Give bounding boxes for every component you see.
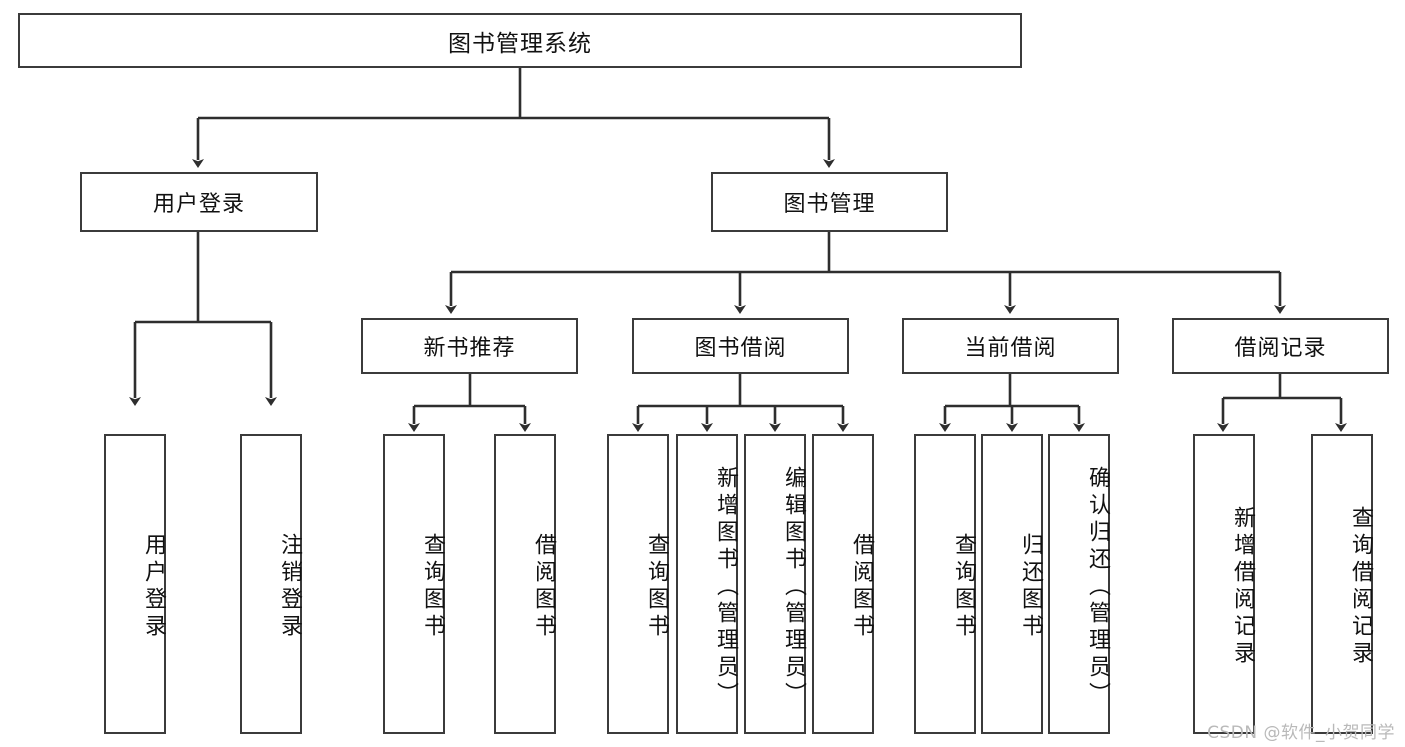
leaf-current-borrow-confirm[interactable]: 确认归还（管理员） — [1048, 434, 1110, 734]
leaf-current-borrow-return[interactable]: 归还图书 — [981, 434, 1043, 734]
node-book-management[interactable]: 图书管理 — [711, 172, 948, 232]
leaf-borrow-record-query[interactable]: 查询借阅记录 — [1311, 434, 1373, 734]
node-borrow-record[interactable]: 借阅记录 — [1172, 318, 1389, 374]
leaf-borrow-record-add[interactable]: 新增借阅记录 — [1193, 434, 1255, 734]
leaf-current-borrow-query[interactable]: 查询图书 — [914, 434, 976, 734]
node-book-borrow[interactable]: 图书借阅 — [632, 318, 849, 374]
leaf-book-borrow-edit[interactable]: 编辑图书（管理员） — [744, 434, 806, 734]
leaf-new-book-query[interactable]: 查询图书 — [383, 434, 445, 734]
leaf-book-borrow-query[interactable]: 查询图书 — [607, 434, 669, 734]
leaf-book-borrow-lend[interactable]: 借阅图书 — [812, 434, 874, 734]
leaf-new-book-borrow[interactable]: 借阅图书 — [494, 434, 556, 734]
node-root[interactable]: 图书管理系统 — [18, 13, 1022, 68]
watermark-text: CSDN @软件_小贺同学 — [1207, 723, 1395, 743]
leaf-book-borrow-add[interactable]: 新增图书（管理员） — [676, 434, 738, 734]
leaf-user-login-logout[interactable]: 注销登录 — [240, 434, 302, 734]
node-new-book-recommend[interactable]: 新书推荐 — [361, 318, 578, 374]
leaf-user-login-login[interactable]: 用户登录 — [104, 434, 166, 734]
node-user-login[interactable]: 用户登录 — [80, 172, 318, 232]
node-current-borrow[interactable]: 当前借阅 — [902, 318, 1119, 374]
